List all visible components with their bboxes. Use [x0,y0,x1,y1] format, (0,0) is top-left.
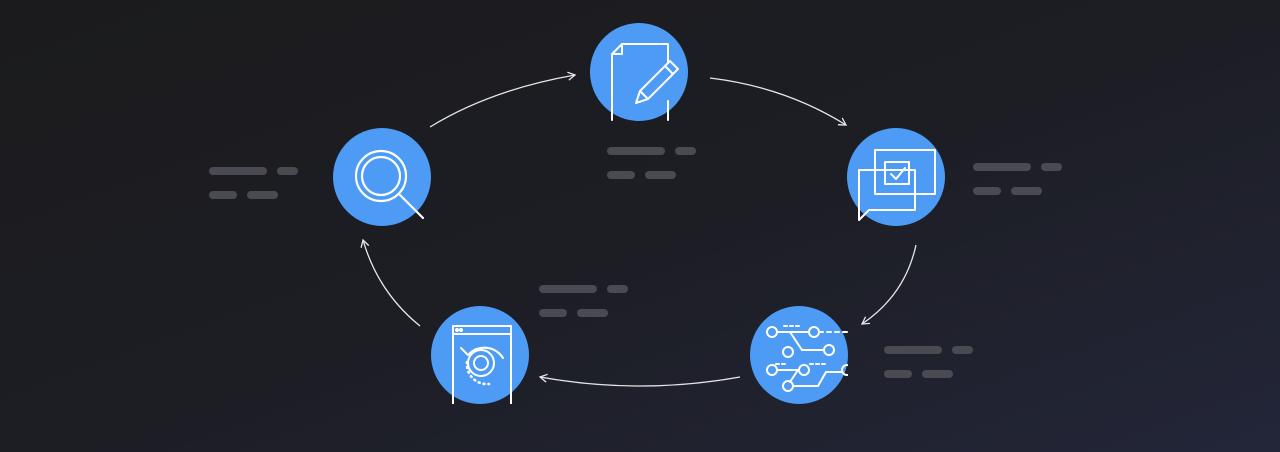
node-review [847,128,945,226]
arrow-deploy-to-research [360,238,421,327]
arrow-build-to-deploy [538,373,741,387]
arrow-write-to-review [709,77,848,126]
arrow-review-to-build [860,244,917,325]
arrow-research-to-write [429,71,577,128]
chat-checkbox-icon [858,149,936,221]
node-deploy [431,306,529,404]
node-research [333,128,431,226]
circuit-icon [766,325,848,392]
magnifier-icon [354,149,425,220]
node-build [750,306,848,404]
document-pencil-icon [611,43,679,121]
browser-refresh-icon [452,325,512,404]
node-write [590,23,688,121]
